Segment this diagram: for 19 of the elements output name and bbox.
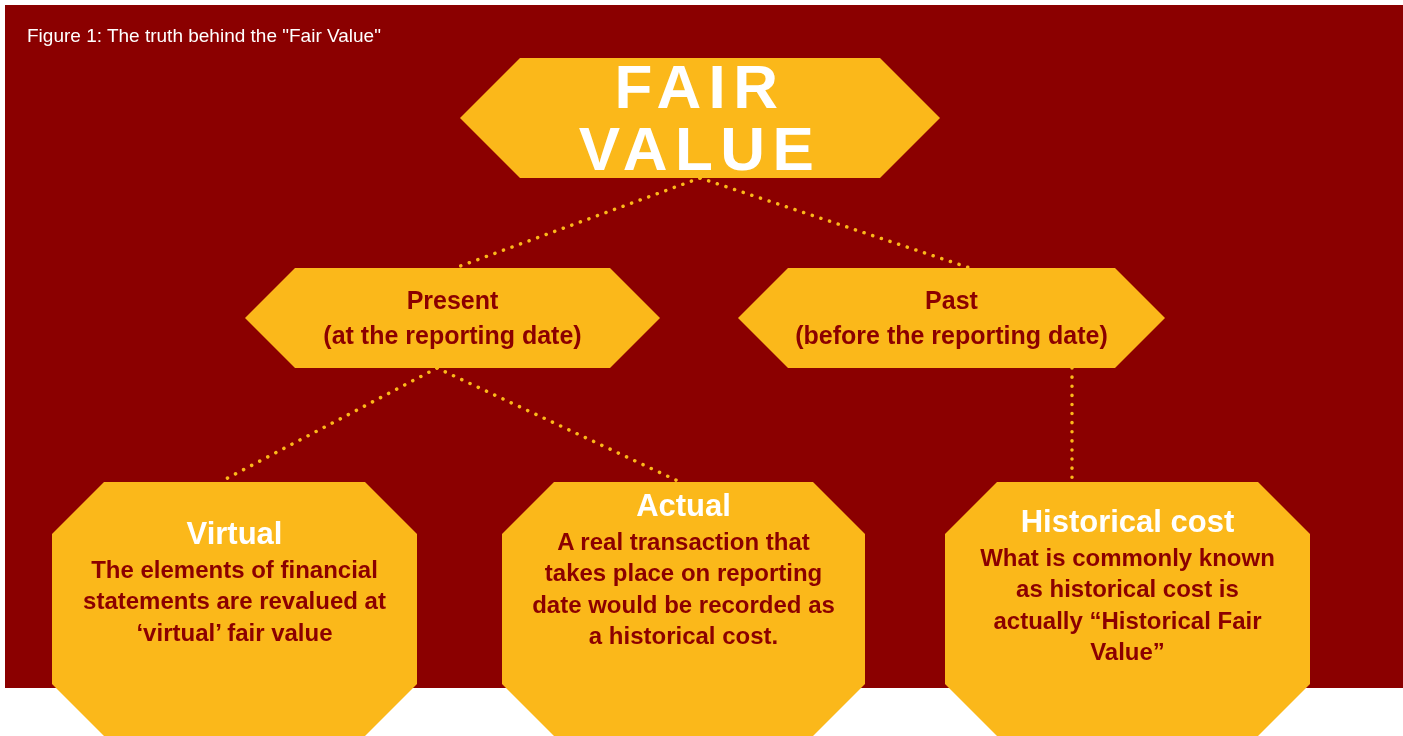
octagon-node — [945, 482, 1310, 736]
node-heading: Historical cost — [1020, 503, 1235, 541]
node-heading: Present — [406, 285, 499, 316]
node-text: What is commonly known as historical cost is actually “Historical Fair Value” — [979, 543, 1276, 667]
dotted-connector — [698, 176, 972, 270]
hexagon-node — [460, 58, 940, 178]
node-heading: FAIR VALUE — [577, 56, 823, 180]
node-heading: Actual — [636, 487, 731, 525]
node-heading: Virtual — [186, 515, 283, 553]
node-heading: Past — [925, 285, 978, 316]
node-text: (at the reporting date) — [323, 320, 582, 351]
hexagon-node — [738, 268, 1165, 368]
figure-title: Figure 1: The truth behind the "Fair Value" — [27, 24, 381, 48]
node-text: A real transaction that takes place on reporting date would be recorded as a historical cost. — [531, 527, 836, 651]
octagon-node — [502, 482, 865, 736]
hexagon-node — [245, 268, 660, 368]
node-text: The elements of financial statements are revalued at ‘virtual’ fair value — [82, 555, 387, 648]
octagon-node — [52, 482, 417, 736]
node-text: (before the reporting date) — [795, 320, 1108, 351]
